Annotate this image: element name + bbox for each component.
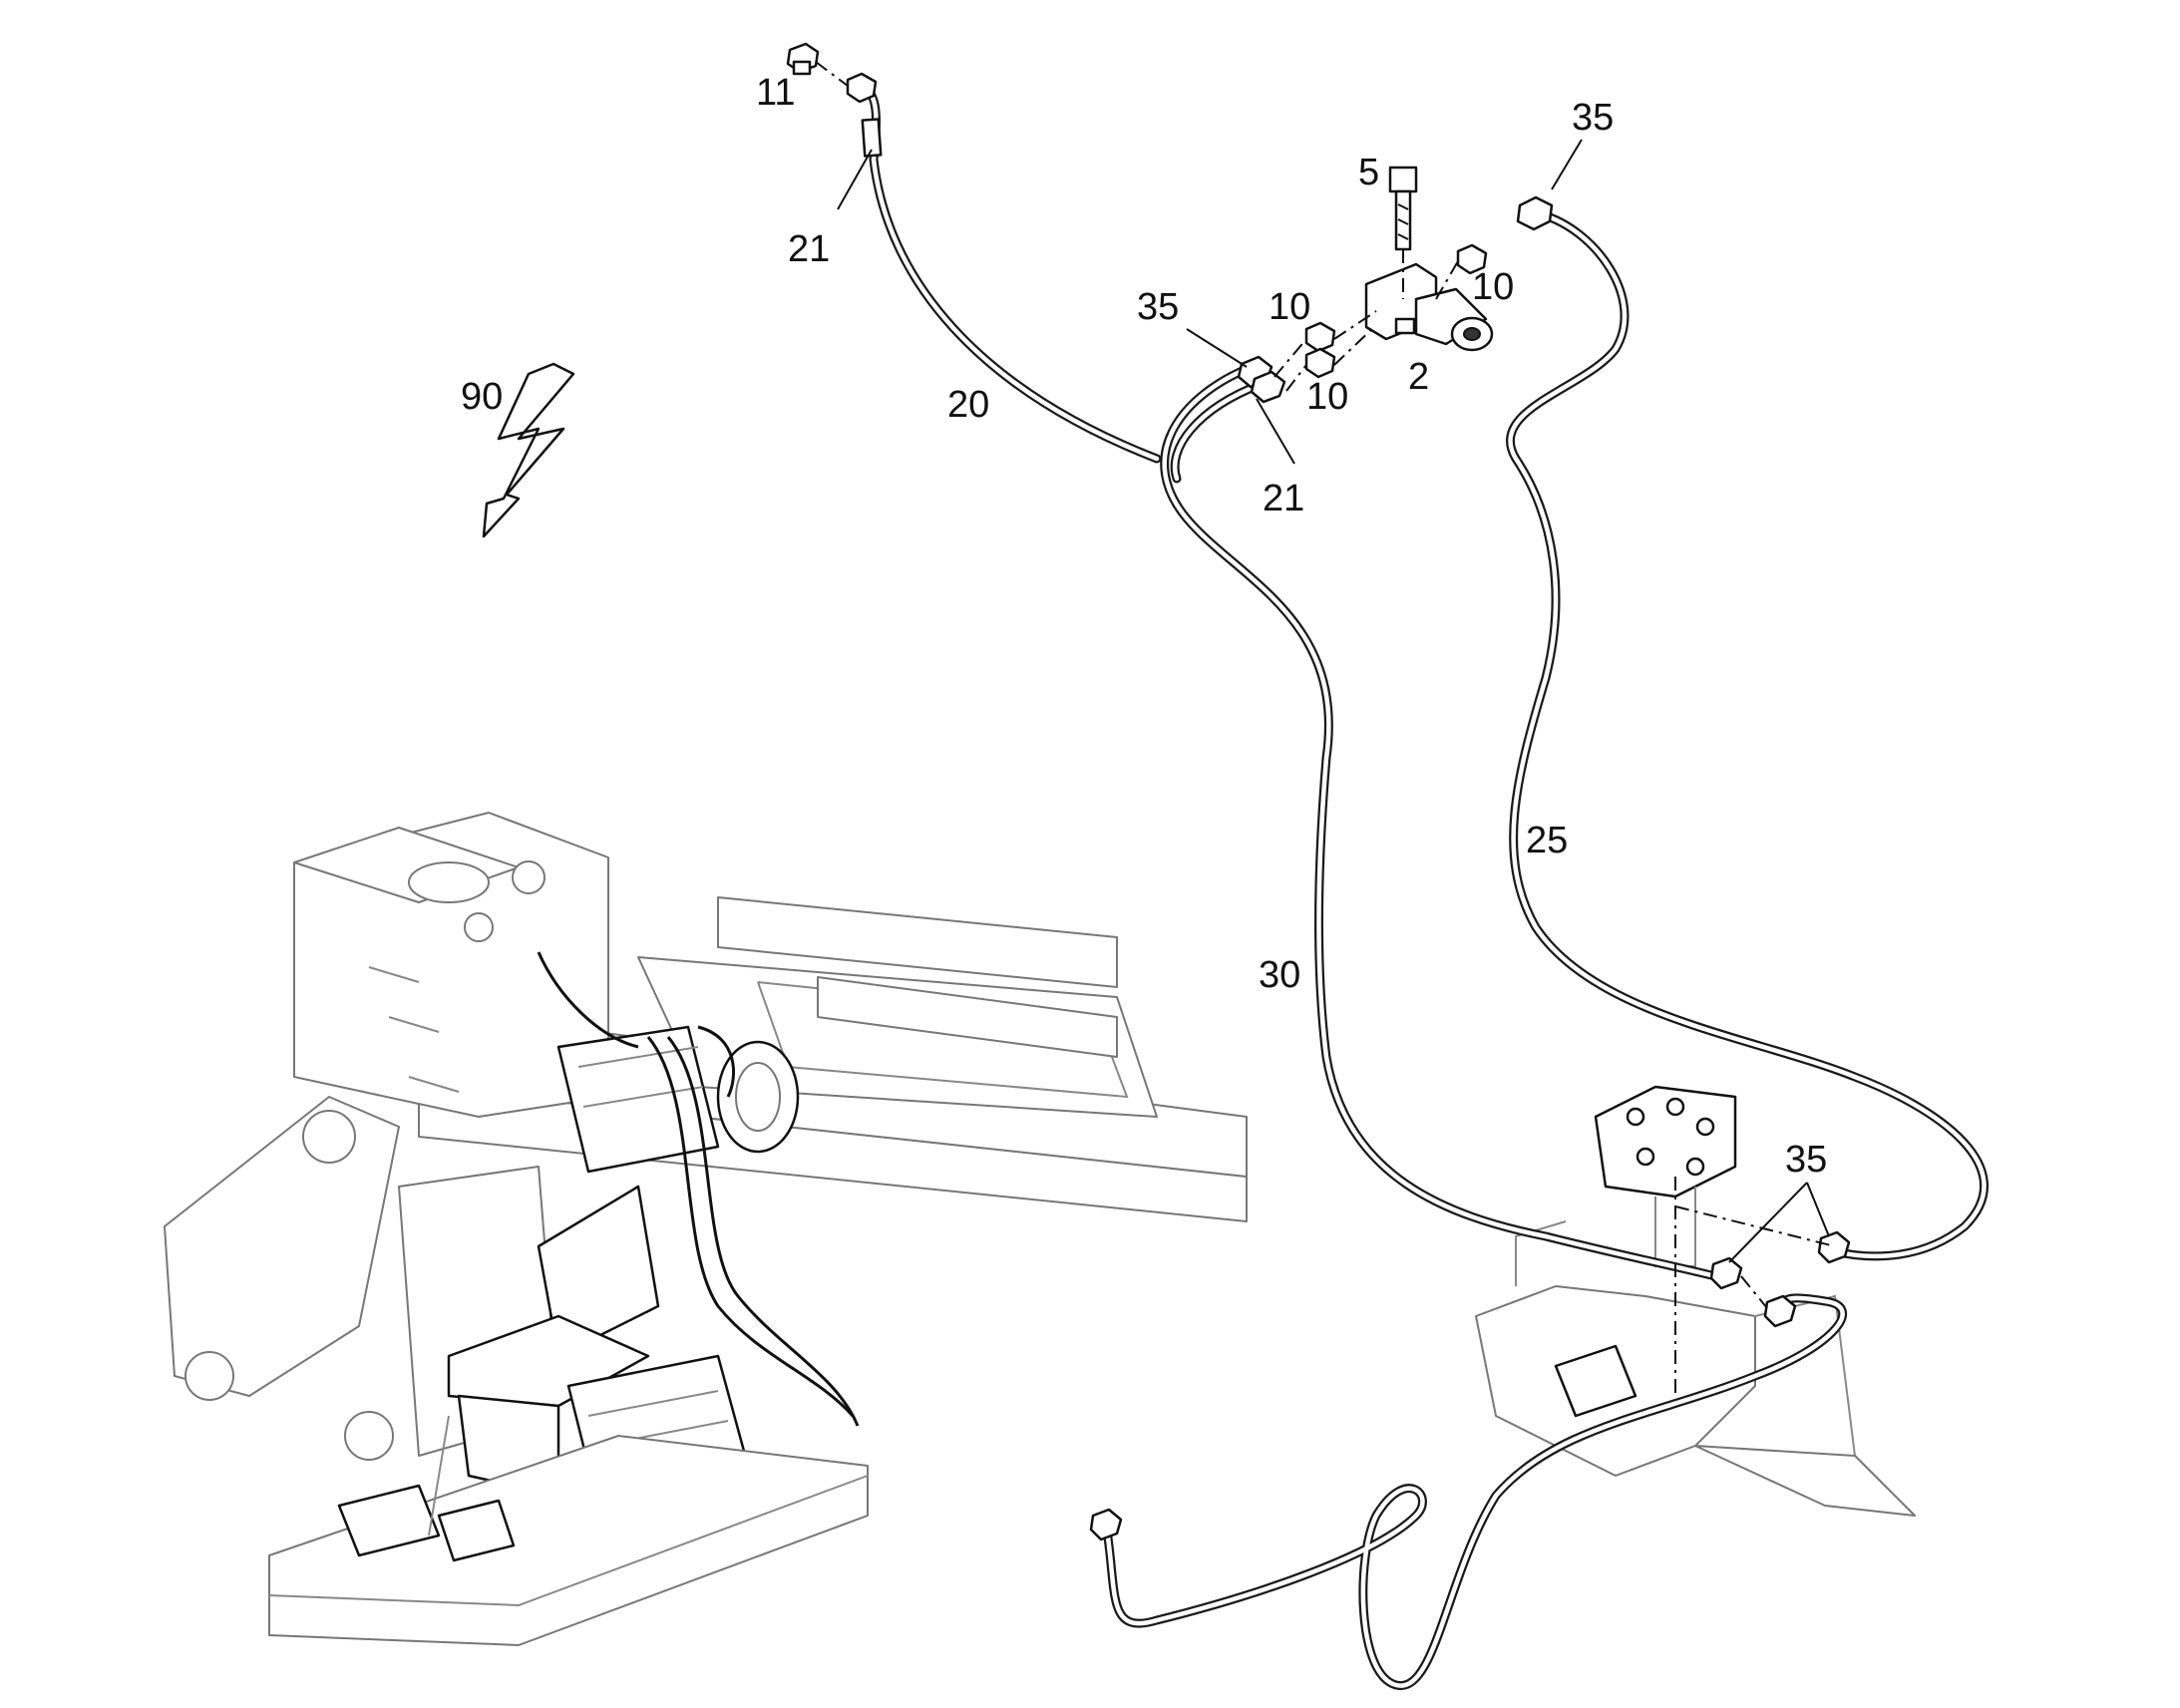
callout-35-left: 35 <box>1137 286 1179 328</box>
callout-labels: 11 21 20 90 5 35 35 10 10 10 2 21 25 30 … <box>461 72 1827 1181</box>
fitting-35-top-right <box>1516 195 1554 231</box>
callout-10-lower: 10 <box>1306 376 1348 418</box>
callout-2: 2 <box>1408 356 1429 398</box>
callout-11: 11 <box>756 72 795 114</box>
callout-35-bottom: 35 <box>1785 1139 1827 1181</box>
callout-10-right: 10 <box>1472 266 1514 308</box>
fitting-10-upper <box>1304 321 1336 353</box>
lightning-bolt-icon <box>482 362 575 538</box>
sleeve-21-top <box>861 118 883 158</box>
leader-lines <box>837 139 1830 1263</box>
callout-5: 5 <box>1358 152 1379 193</box>
fitting-35-bottom <box>1709 1230 1851 1328</box>
fitting-35-left <box>1237 355 1286 404</box>
callout-21-top: 21 <box>788 228 830 270</box>
machine-frame <box>164 812 1916 1646</box>
fitting-11 <box>786 42 820 76</box>
callout-10-upper: 10 <box>1269 286 1310 328</box>
hose-20 <box>863 85 1162 464</box>
valve-2 <box>1364 262 1494 352</box>
hose-bottom <box>1102 1293 1848 1690</box>
hose-30 <box>1160 364 1720 1281</box>
assembly-lines <box>815 61 1836 1396</box>
callout-35-top-right: 35 <box>1572 97 1614 139</box>
hose-25 <box>1506 209 1990 1261</box>
fitting-hose20-top <box>846 72 878 104</box>
bolt-5 <box>1388 166 1418 251</box>
callout-20: 20 <box>947 384 989 426</box>
callout-30: 30 <box>1259 954 1300 996</box>
callout-21-mid: 21 <box>1263 478 1304 519</box>
fitting-10-lower <box>1304 347 1336 379</box>
fitting-hose-end <box>1089 1508 1123 1541</box>
hose-21-mid <box>1170 379 1267 484</box>
callout-90: 90 <box>461 376 503 418</box>
callout-25: 25 <box>1526 820 1568 861</box>
fitting-10-right <box>1456 243 1488 275</box>
